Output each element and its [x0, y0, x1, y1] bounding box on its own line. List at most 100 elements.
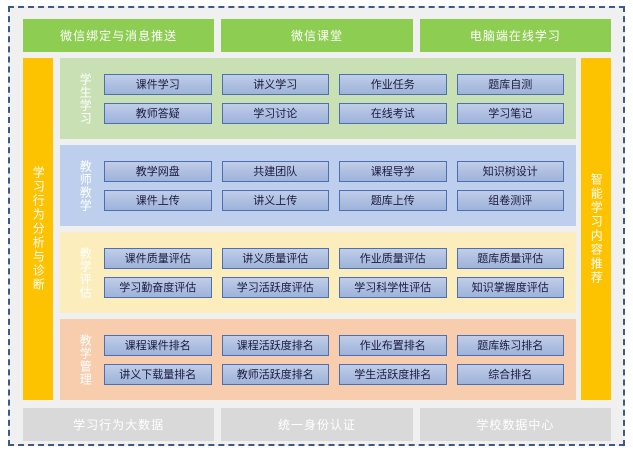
band-teaching-evaluation: 教学评估 课件质量评估 讲义质量评估 作业质量评估 题库质量评估 学习勤奋度评估…	[60, 232, 576, 313]
cell-label: 题库自测	[488, 78, 533, 91]
band-label-teaching-evaluation: 教学评估	[68, 232, 102, 313]
bottom-button-label: 学校数据中心	[476, 418, 555, 432]
top-button-wechat-binding[interactable]: 微信绑定与消息推送	[23, 19, 215, 52]
right-rail-label: 智能学习内容推荐	[589, 173, 604, 285]
cell-label: 课程活跃度排名	[236, 339, 314, 352]
bottom-button-label: 统一身份认证	[277, 418, 356, 432]
band-grid-teacher-teaching: 教学网盘 共建团队 课程导学 知识树设计 课件上传 讲义上传 题库上传 组卷测评	[102, 160, 568, 211]
band-label-text: 学生学习	[78, 72, 93, 125]
left-rail-label: 学习行为分析与诊断	[31, 166, 46, 292]
cell-student-activity-ranking[interactable]: 学生活跃度排名	[339, 363, 447, 385]
cell-label: 讲义质量评估	[242, 252, 309, 265]
bottom-infrastructure-bar: 学习行为大数据 统一身份认证 学校数据中心	[23, 408, 611, 441]
cell-label: 讲义上传	[253, 194, 298, 207]
cell-label: 教师答疑	[135, 107, 180, 120]
band-teaching-management: 教学管理 课程课件排名 课程活跃度排名 作业布置排名 题库练习排名 讲义下载量排…	[60, 319, 576, 400]
band-label-student-learning: 学生学习	[68, 58, 102, 139]
band-grid-student-learning: 课件学习 讲义学习 作业任务 题库自测 教师答疑 学习讨论 在线考试 学习笔记	[102, 73, 568, 124]
bottom-button-label: 学习行为大数据	[73, 418, 165, 432]
cell-knowledge-mastery-evaluation[interactable]: 知识掌握度评估	[456, 276, 564, 298]
band-label-text: 教学评估	[78, 246, 93, 299]
cell-co-build-team[interactable]: 共建团队	[221, 160, 329, 182]
cell-study-activity-evaluation[interactable]: 学习活跃度评估	[221, 276, 329, 298]
right-rail-smart-content-recommendation[interactable]: 智能学习内容推荐	[581, 58, 611, 400]
cell-label: 共建团队	[253, 165, 298, 178]
cell-teaching-cloud-disk[interactable]: 教学网盘	[104, 160, 212, 182]
cell-homework-assignment-ranking[interactable]: 作业布置排名	[339, 334, 447, 356]
top-button-pc-online-learning[interactable]: 电脑端在线学习	[419, 19, 611, 52]
cell-label: 在线考试	[370, 107, 415, 120]
cell-courseware-quality-evaluation[interactable]: 课件质量评估	[104, 247, 212, 269]
cell-question-bank-quality-evaluation[interactable]: 题库质量评估	[456, 247, 564, 269]
cell-lecture-study[interactable]: 讲义学习	[221, 73, 329, 95]
cell-study-notes[interactable]: 学习笔记	[456, 102, 564, 124]
cell-label: 作业质量评估	[359, 252, 426, 265]
cell-label: 学习笔记	[488, 107, 533, 120]
cell-teacher-qa[interactable]: 教师答疑	[104, 102, 212, 124]
cell-courseware-upload[interactable]: 课件上传	[104, 189, 212, 211]
cell-label: 作业任务	[370, 78, 415, 91]
cell-course-courseware-ranking[interactable]: 课程课件排名	[104, 334, 212, 356]
top-button-label: 微信课堂	[290, 29, 343, 43]
diagram-frame: 微信绑定与消息推送 微信课堂 电脑端在线学习 学习行为分析与诊断 智能学习内容推…	[8, 6, 625, 446]
cell-homework-quality-evaluation[interactable]: 作业质量评估	[339, 247, 447, 269]
cell-label: 学习勤奋度评估	[119, 281, 197, 294]
top-channel-bar: 微信绑定与消息推送 微信课堂 电脑端在线学习	[23, 19, 611, 52]
cell-lecture-upload[interactable]: 讲义上传	[221, 189, 329, 211]
cell-label: 课程导学	[370, 165, 415, 178]
cell-course-guidance[interactable]: 课程导学	[339, 160, 447, 182]
bottom-button-unified-identity-auth[interactable]: 统一身份认证	[221, 408, 413, 441]
band-student-learning: 学生学习 课件学习 讲义学习 作业任务 题库自测 教师答疑 学习讨论 在线考试 …	[60, 58, 576, 139]
cell-knowledge-tree-design[interactable]: 知识树设计	[456, 160, 564, 182]
cell-label: 学生活跃度排名	[354, 368, 432, 381]
cell-courseware-study[interactable]: 课件学习	[104, 73, 212, 95]
band-grid-teaching-management: 课程课件排名 课程活跃度排名 作业布置排名 题库练习排名 讲义下载量排名 教师活…	[102, 334, 568, 385]
cell-label: 教学网盘	[135, 165, 180, 178]
cell-label: 学习讨论	[253, 107, 298, 120]
module-bands: 学生学习 课件学习 讲义学习 作业任务 题库自测 教师答疑 学习讨论 在线考试 …	[60, 58, 576, 400]
cell-homework-task[interactable]: 作业任务	[339, 73, 447, 95]
cell-question-bank-self-test[interactable]: 题库自测	[456, 73, 564, 95]
top-button-label: 电脑端在线学习	[469, 29, 561, 43]
band-teacher-teaching: 教师教学 教学网盘 共建团队 课程导学 知识树设计 课件上传 讲义上传 题库上传…	[60, 145, 576, 226]
cell-label: 讲义下载量排名	[119, 368, 197, 381]
cell-teacher-activity-ranking[interactable]: 教师活跃度排名	[221, 363, 329, 385]
cell-lecture-quality-evaluation[interactable]: 讲义质量评估	[221, 247, 329, 269]
cell-question-bank-practice-ranking[interactable]: 题库练习排名	[456, 334, 564, 356]
top-button-label: 微信绑定与消息推送	[60, 29, 178, 43]
bottom-button-learning-behavior-big-data[interactable]: 学习行为大数据	[23, 408, 215, 441]
left-rail-learning-behavior-analysis[interactable]: 学习行为分析与诊断	[23, 58, 53, 400]
cell-label: 学习科学性评估	[354, 281, 432, 294]
cell-course-activity-ranking[interactable]: 课程活跃度排名	[221, 334, 329, 356]
cell-label: 讲义学习	[253, 78, 298, 91]
cell-study-diligence-evaluation[interactable]: 学习勤奋度评估	[104, 276, 212, 298]
band-label-text: 教师教学	[78, 159, 93, 212]
cell-label: 综合排名	[488, 368, 533, 381]
band-label-teacher-teaching: 教师教学	[68, 145, 102, 226]
cell-label: 题库上传	[370, 194, 415, 207]
cell-label: 课程课件排名	[124, 339, 191, 352]
cell-label: 题库质量评估	[477, 252, 544, 265]
top-button-wechat-classroom[interactable]: 微信课堂	[221, 19, 413, 52]
cell-label: 知识树设计	[482, 165, 538, 178]
cell-paper-assembly-assessment[interactable]: 组卷测评	[456, 189, 564, 211]
cell-online-exam[interactable]: 在线考试	[339, 102, 447, 124]
cell-comprehensive-ranking[interactable]: 综合排名	[456, 363, 564, 385]
band-label-text: 教学管理	[78, 333, 93, 386]
cell-label: 作业布置排名	[359, 339, 426, 352]
cell-label: 教师活跃度排名	[236, 368, 314, 381]
cell-study-scientificity-evaluation[interactable]: 学习科学性评估	[339, 276, 447, 298]
cell-label: 组卷测评	[488, 194, 533, 207]
band-grid-teaching-evaluation: 课件质量评估 讲义质量评估 作业质量评估 题库质量评估 学习勤奋度评估 学习活跃…	[102, 247, 568, 298]
cell-label: 课件学习	[135, 78, 180, 91]
cell-lecture-download-ranking[interactable]: 讲义下载量排名	[104, 363, 212, 385]
cell-study-discussion[interactable]: 学习讨论	[221, 102, 329, 124]
cell-question-bank-upload[interactable]: 题库上传	[339, 189, 447, 211]
band-label-teaching-management: 教学管理	[68, 319, 102, 400]
cell-label: 课件上传	[135, 194, 180, 207]
bottom-button-school-data-center[interactable]: 学校数据中心	[419, 408, 611, 441]
cell-label: 知识掌握度评估	[471, 281, 549, 294]
cell-label: 学习活跃度评估	[236, 281, 314, 294]
cell-label: 课件质量评估	[124, 252, 191, 265]
